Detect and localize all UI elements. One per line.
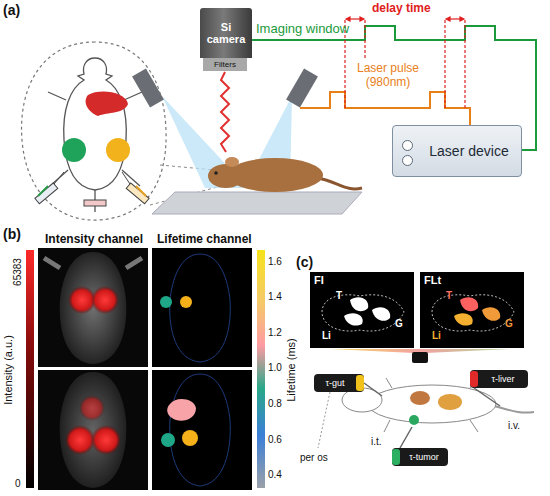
tick-label: 1.6 bbox=[268, 256, 282, 268]
laser-device-box: Laser device bbox=[392, 125, 522, 177]
delay-arrows bbox=[346, 17, 464, 21]
device-knob bbox=[402, 140, 413, 151]
stage-platform bbox=[152, 192, 362, 214]
axis-title: Lifetime (ms) bbox=[285, 338, 298, 402]
lifetime-images bbox=[152, 248, 252, 490]
panel-letter: (b) bbox=[3, 226, 21, 242]
panel-letter: (c) bbox=[296, 254, 313, 270]
signal-name: delay time bbox=[372, 2, 431, 16]
tick-label: 0.6 bbox=[268, 434, 282, 446]
organ-label: T bbox=[446, 290, 452, 302]
route-label: per os bbox=[300, 452, 328, 464]
emission-wave bbox=[221, 72, 229, 152]
tick-label: 1.4 bbox=[268, 291, 282, 303]
laser-head bbox=[132, 68, 164, 107]
lifetime-colorbar bbox=[257, 250, 265, 488]
node-text: τ-gut bbox=[325, 378, 344, 388]
tick-label: 0.8 bbox=[268, 398, 282, 410]
node-text: Si camera bbox=[202, 21, 250, 45]
intensity-colorbar bbox=[26, 250, 34, 488]
route-label: i.v. bbox=[508, 420, 520, 432]
node-text: Filters bbox=[214, 60, 236, 69]
signal-name: Laser pulse (980nm) bbox=[352, 62, 424, 90]
probe-vial: τ-tumor bbox=[400, 448, 448, 466]
fi-panel-image bbox=[310, 272, 414, 348]
scale-min: 0 bbox=[15, 478, 21, 490]
axis-title: Intensity (a.u.) bbox=[2, 335, 15, 405]
organ-label: T bbox=[336, 290, 342, 302]
flt-panel-image bbox=[420, 272, 524, 348]
vials bbox=[314, 370, 528, 466]
tick-label: 1.0 bbox=[268, 362, 282, 374]
channel-title: Intensity channel bbox=[45, 233, 143, 247]
signal-name: Imaging window bbox=[256, 22, 349, 37]
tick-label: 1.2 bbox=[268, 327, 282, 339]
camera-box: Si camera bbox=[200, 8, 252, 58]
laser-head bbox=[286, 68, 318, 107]
camera-icon bbox=[412, 352, 428, 363]
node-text: Laser device bbox=[429, 143, 508, 159]
tick-label: 0.4 bbox=[268, 469, 282, 481]
scale-max: 65383 bbox=[12, 258, 24, 286]
laser-beam bbox=[162, 96, 248, 188]
organ-label: G bbox=[395, 318, 403, 330]
node-text: τ-tumor bbox=[409, 452, 439, 462]
node-text: FLt bbox=[424, 274, 441, 286]
filter-band: Filters bbox=[203, 58, 247, 71]
mouse-figure bbox=[208, 157, 362, 192]
device-knob bbox=[402, 155, 413, 166]
node-text: FI bbox=[314, 274, 324, 286]
organ-label: Li bbox=[432, 330, 441, 342]
probe-vial: τ-liver bbox=[478, 370, 528, 388]
channel-title: Lifetime channel bbox=[157, 233, 252, 247]
panel-letter: (a) bbox=[3, 2, 20, 18]
organ-label: G bbox=[505, 318, 513, 330]
route-label: i.t. bbox=[371, 436, 382, 448]
delay-markers bbox=[345, 20, 465, 108]
probe-vial: τ-gut bbox=[314, 374, 356, 392]
intensity-images bbox=[38, 248, 148, 490]
organ-label: Li bbox=[322, 330, 331, 342]
node-text: τ-liver bbox=[491, 374, 514, 384]
